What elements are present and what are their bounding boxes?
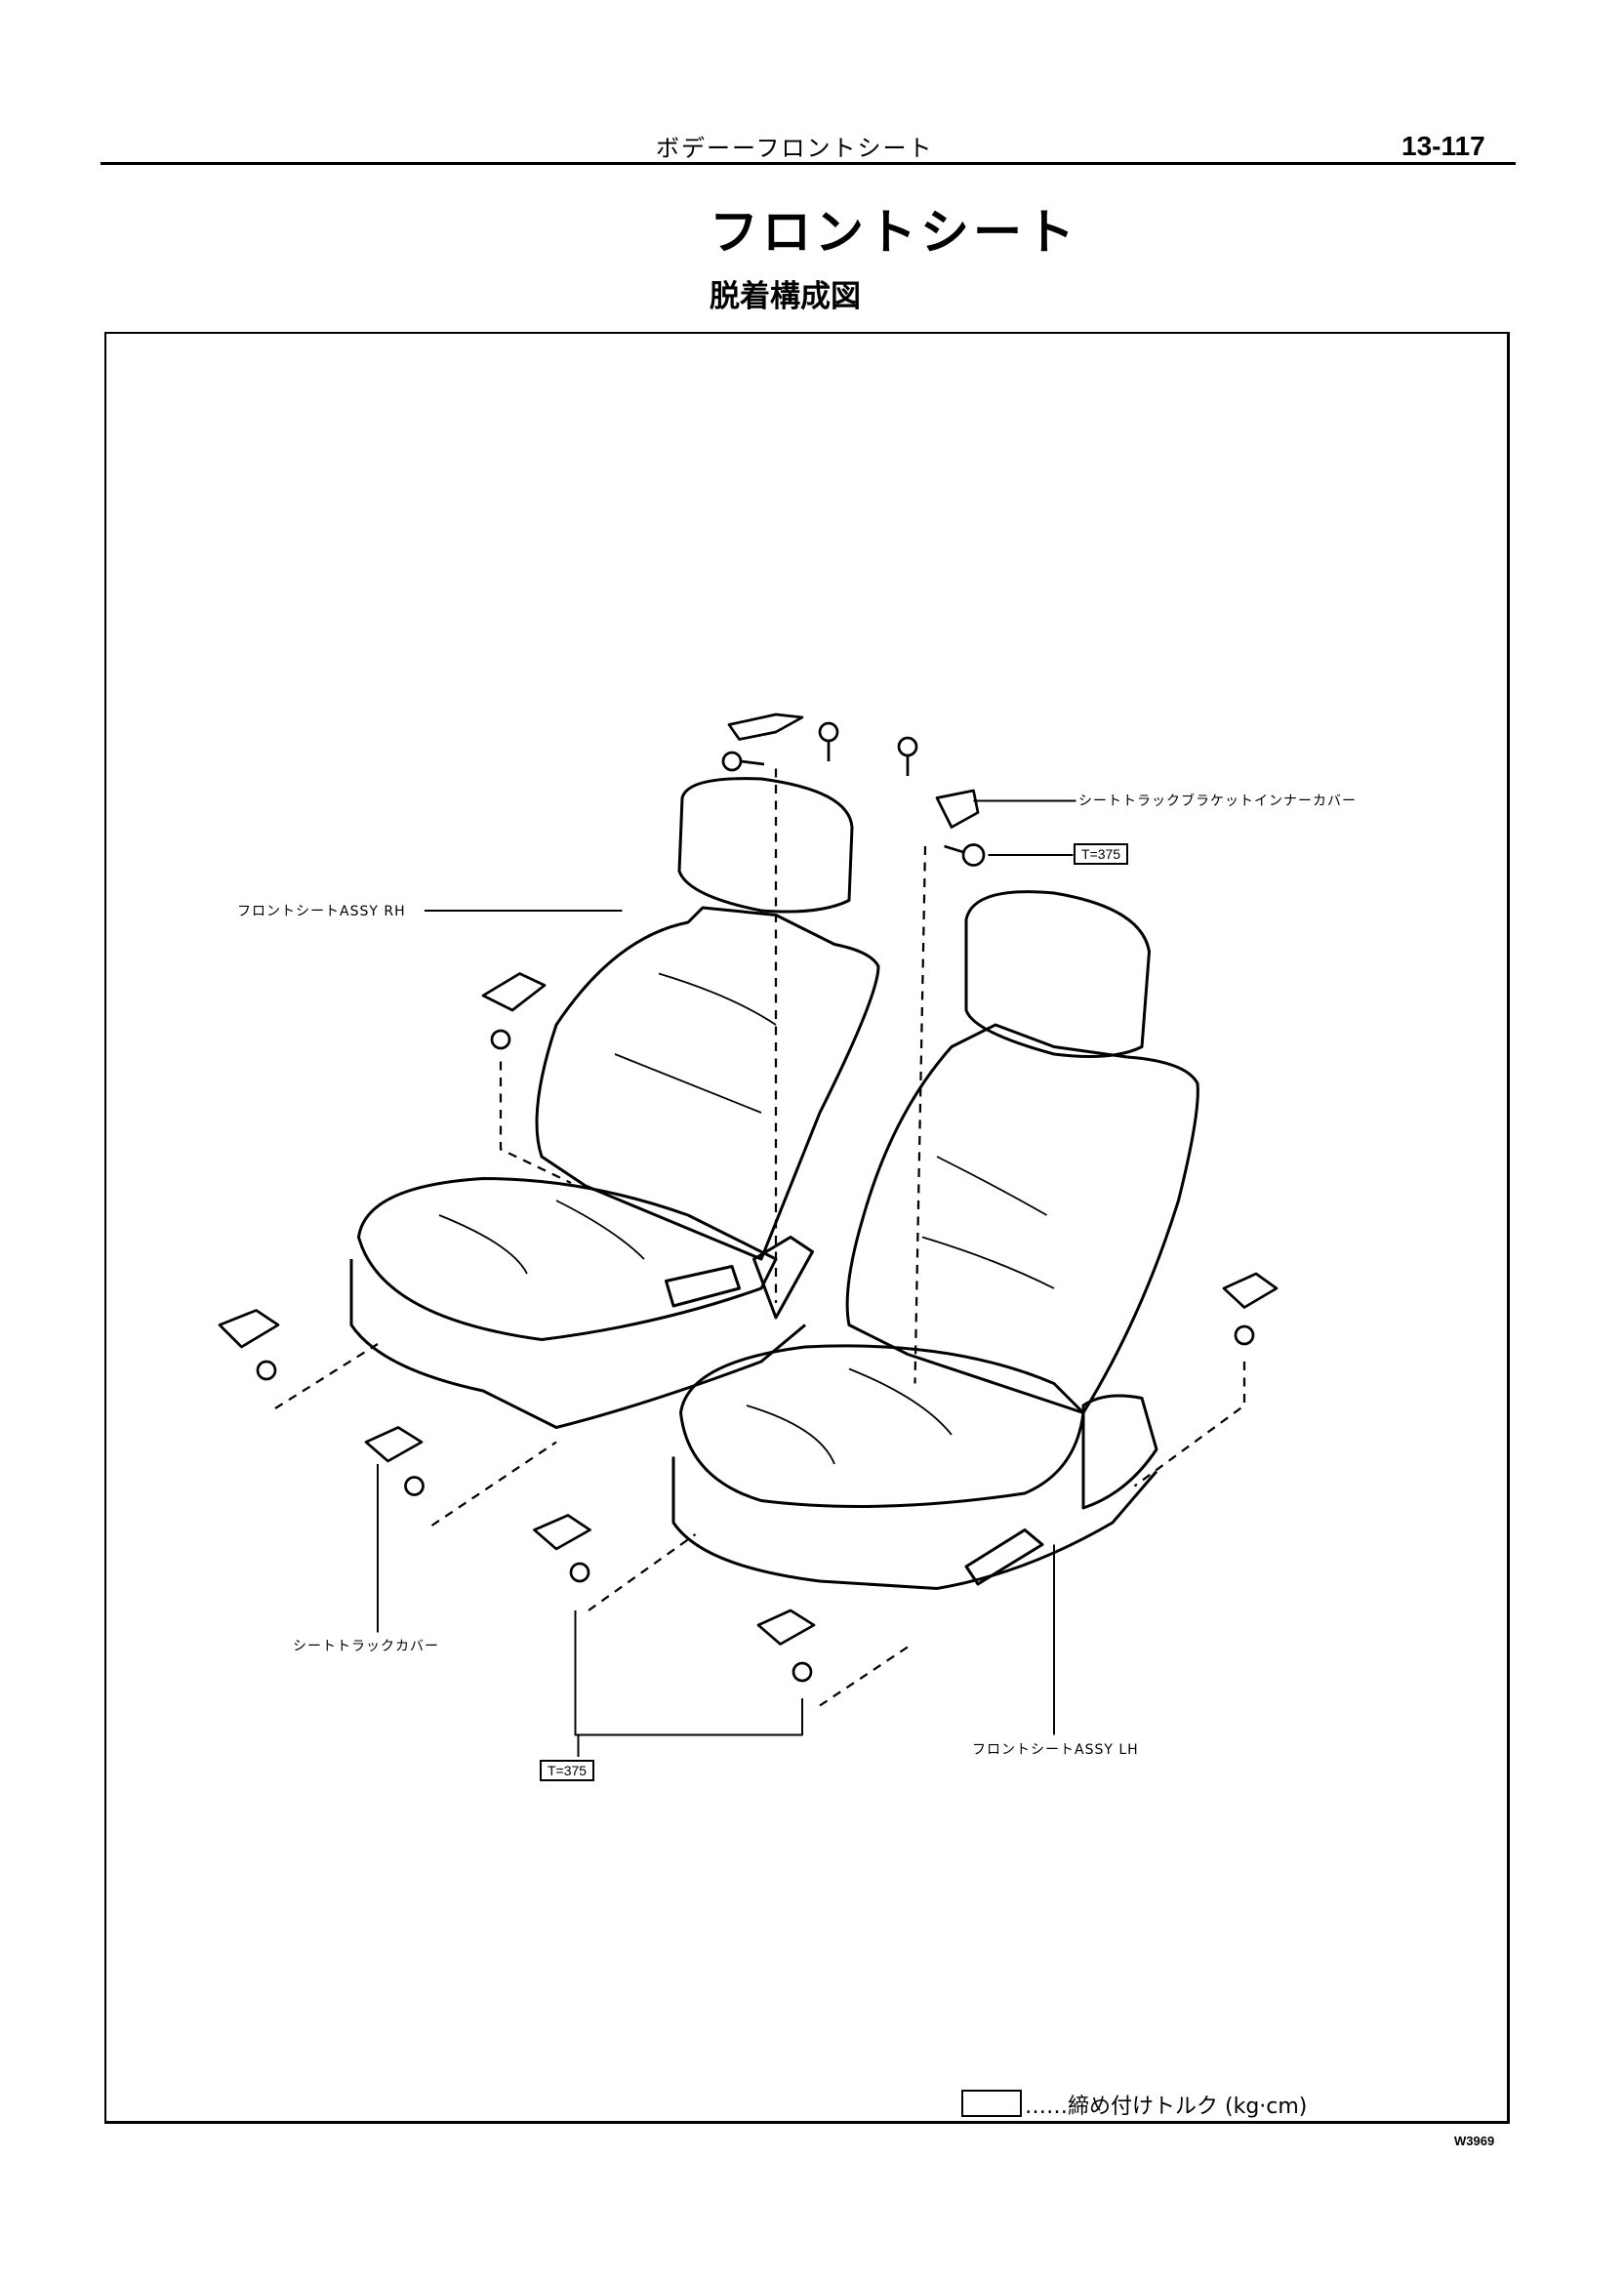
label-track-cover: シートトラックカバー — [293, 1639, 439, 1654]
label-inner-cover: シートトラックブラケットインナーカバー — [1078, 794, 1357, 809]
diagram-frame — [104, 332, 1510, 2124]
page-number: 13-117 — [1401, 131, 1485, 161]
torque-legend-text: ……締め付けトルク (kg·cm) — [1025, 2095, 1308, 2119]
torque-legend-box — [961, 2090, 1022, 2117]
torque-box-bottom: T=375 — [540, 1760, 595, 1781]
header-rule — [101, 162, 1516, 165]
figure-code: W3969 — [1454, 2134, 1495, 2148]
label-seat-lh: フロントシートASSY LH — [972, 1742, 1139, 1758]
seat-rh-drawing — [349, 777, 880, 1429]
page-title: フロントシート — [710, 204, 1078, 261]
page-subtitle: 脱着構成図 — [710, 279, 861, 314]
label-seat-rh: フロントシートASSY RH — [237, 904, 406, 919]
section-header: ボデーーフロントシート — [656, 135, 934, 162]
seat-lh-drawing — [671, 890, 1199, 1590]
torque-box-top: T=375 — [1074, 843, 1129, 865]
